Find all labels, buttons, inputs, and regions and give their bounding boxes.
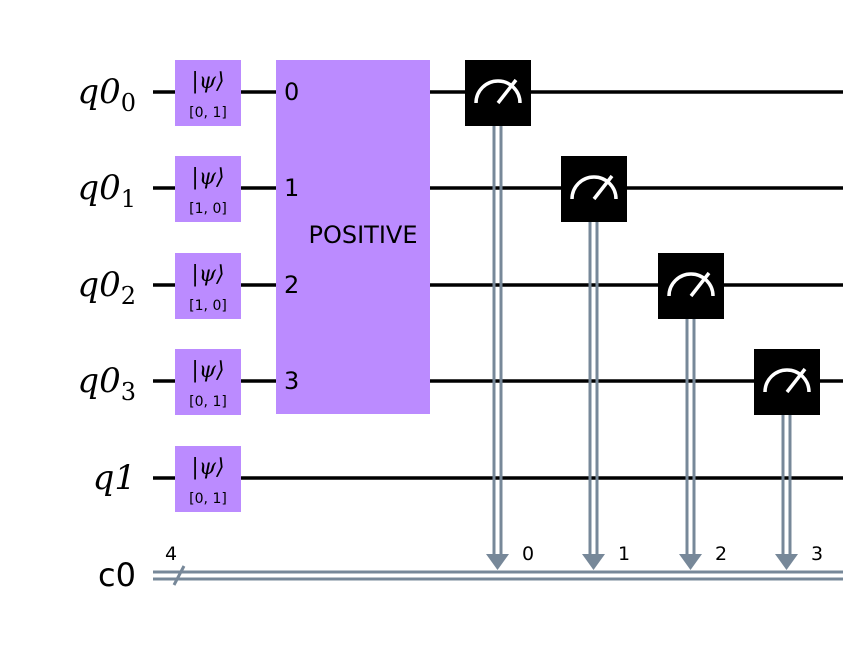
block-gate-label: POSITIVE: [309, 221, 418, 249]
measure-meter-icon: [763, 367, 811, 394]
register-size-label: 4: [165, 543, 177, 565]
qubit-label-q0-3: q03: [77, 361, 136, 406]
gate-symbol: |ψ⟩: [191, 69, 224, 94]
classical-register-label: c0: [98, 556, 136, 594]
block-gate-box: [276, 60, 430, 414]
positive-block-gate: 0 1 2 3 POSITIVE: [276, 60, 430, 414]
block-port-label-1: 1: [284, 174, 299, 202]
gate-box: [175, 60, 241, 126]
block-port-label-3: 3: [284, 367, 299, 395]
qubit-label-q0-0: q00: [77, 72, 136, 117]
gate-box: [175, 446, 241, 512]
gate-params: [1, 0]: [189, 298, 227, 314]
measure-bit-label: 2: [715, 543, 727, 565]
gate-params: [0, 1]: [189, 491, 227, 507]
qubit-label-q1: q1: [93, 458, 136, 498]
initialize-gate-q0-1: |ψ⟩ [1, 0]: [175, 156, 241, 222]
measurement-q0-1: 1: [561, 156, 630, 570]
measure-arrow-icon: [582, 554, 605, 570]
gate-box: [175, 156, 241, 222]
measure-box: [658, 253, 724, 319]
gate-symbol: |ψ⟩: [191, 358, 224, 383]
measure-box: [561, 156, 627, 222]
measure-arrow-icon: [486, 554, 509, 570]
block-port-label-2: 2: [284, 271, 299, 299]
initialize-gate-q0-3: |ψ⟩ [0, 1]: [175, 349, 241, 415]
measurement-q0-0: 0: [465, 60, 534, 570]
measurement-q0-2: 2: [658, 253, 727, 570]
gate-params: [1, 0]: [189, 201, 227, 217]
gate-box: [175, 253, 241, 319]
measurement-q0-3: 3: [754, 349, 823, 570]
measure-box: [465, 60, 531, 126]
measure-arrow-icon: [679, 554, 702, 570]
measure-meter-icon: [570, 174, 618, 201]
gate-symbol: |ψ⟩: [191, 165, 224, 190]
gate-params: [0, 1]: [189, 394, 227, 410]
measure-meter-icon: [474, 78, 522, 105]
gate-params: [0, 1]: [189, 105, 227, 121]
measure-box: [754, 349, 820, 415]
initialize-gate-q0-0: |ψ⟩ [0, 1]: [175, 60, 241, 126]
measure-bit-label: 0: [522, 543, 534, 565]
classical-wire-c0: [153, 570, 843, 581]
qubit-label-q0-1: q01: [77, 168, 136, 213]
initialize-gate-q0-2: |ψ⟩ [1, 0]: [175, 253, 241, 319]
qubit-label-q0-2: q02: [77, 265, 136, 310]
measure-arrow-icon: [775, 554, 798, 570]
measure-meter-icon: [667, 271, 715, 298]
gate-symbol: |ψ⟩: [191, 262, 224, 287]
measure-bit-label: 3: [811, 543, 823, 565]
gate-box: [175, 349, 241, 415]
register-bundle-slash: [172, 565, 186, 586]
block-port-label-0: 0: [284, 78, 299, 106]
measure-bit-label: 1: [618, 543, 630, 565]
gate-symbol: |ψ⟩: [191, 455, 224, 480]
initialize-gate-q1: |ψ⟩ [0, 1]: [175, 446, 241, 512]
